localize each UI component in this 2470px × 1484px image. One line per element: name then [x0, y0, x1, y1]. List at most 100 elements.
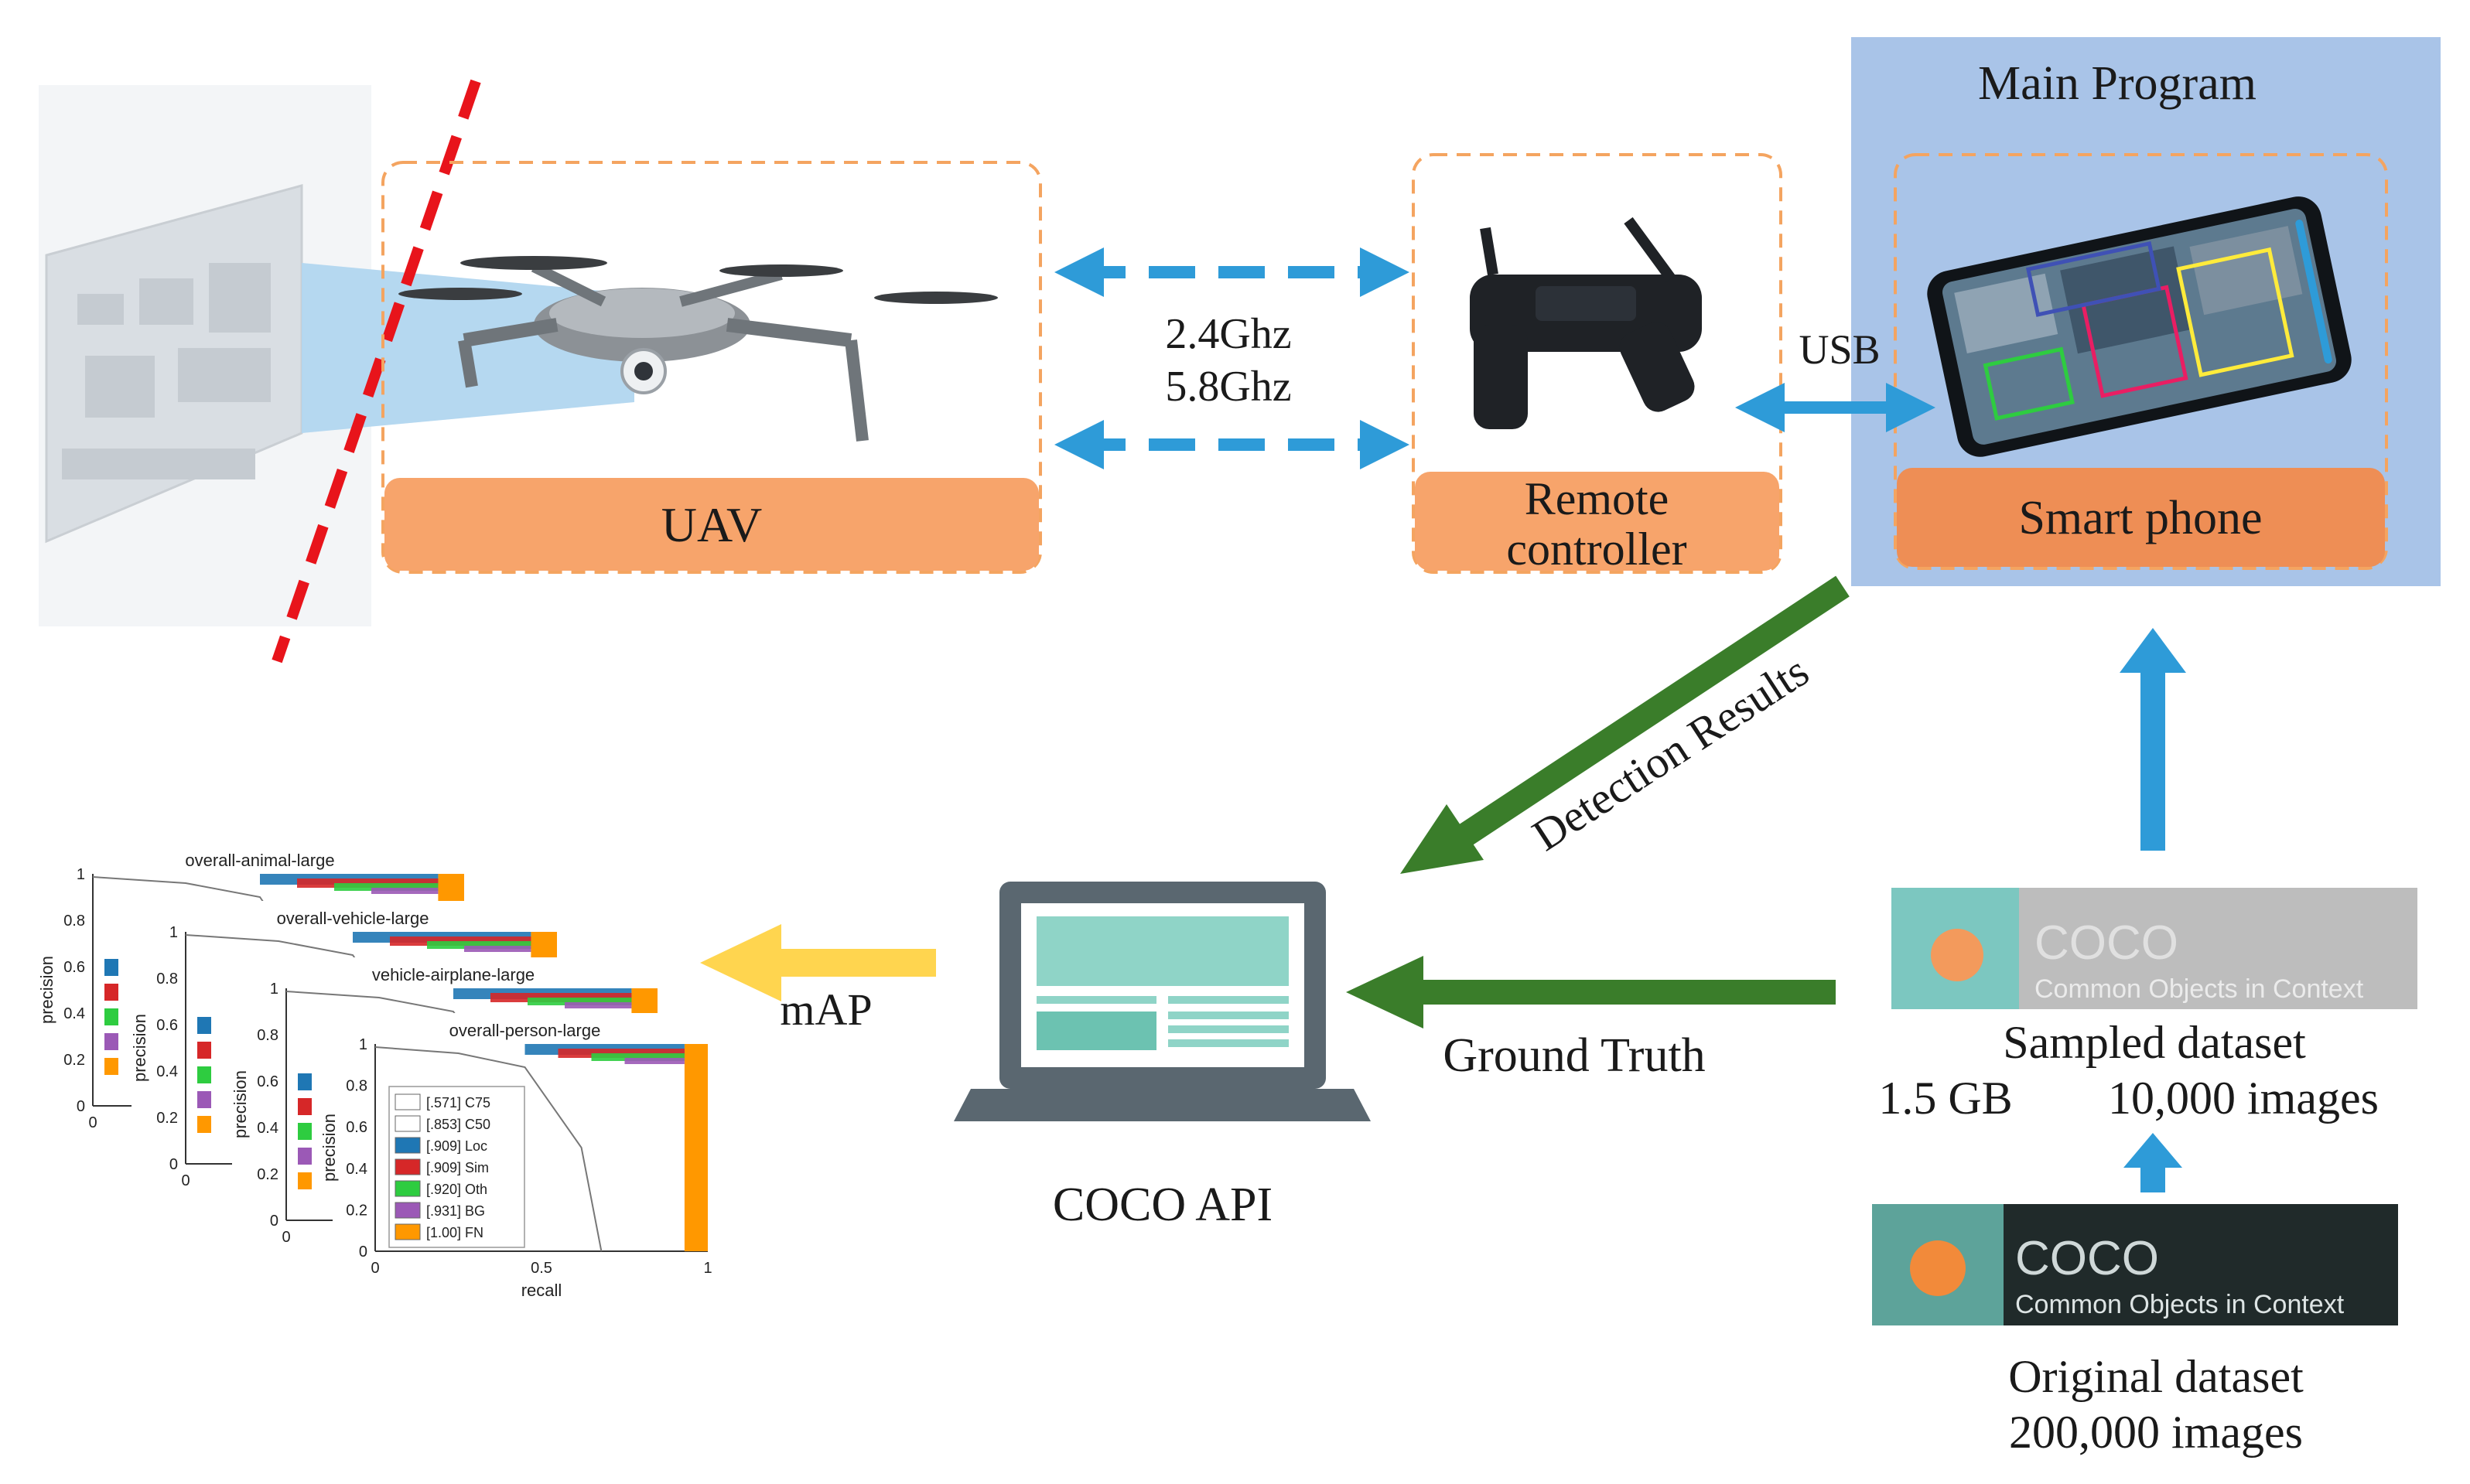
chart-y-tick: 0.2 [257, 1166, 278, 1183]
chart-legend-swatch [395, 1093, 421, 1110]
original-coco-title: COCO [2015, 1232, 2159, 1285]
chart-error-band [624, 1058, 685, 1064]
smartphone-label: Smart phone [2018, 492, 2262, 544]
main-program-title: Main Program [1978, 57, 2256, 110]
chart-y-label: precision [319, 1114, 339, 1182]
chart-x-label: recall [521, 1281, 562, 1300]
smartphone-box: Smart phone [1894, 153, 2388, 570]
chart-legend-swatch [298, 1172, 312, 1189]
chart-x-tick: 1 [703, 1260, 712, 1277]
chart-y-label: precision [130, 1014, 149, 1082]
remote-label-line1: Remote [1525, 473, 1669, 524]
chart-legend-swatch [395, 1202, 421, 1219]
sampled-count: 10,000 images [2108, 1073, 2379, 1124]
red-dashed-line [272, 79, 481, 664]
chart-y-tick: 1 [270, 981, 278, 998]
chart-legend-swatch [197, 1091, 211, 1108]
wireless-arrows [1054, 247, 1409, 469]
remote-label-line2: controller [1506, 524, 1686, 575]
chart-legend-label: [.931] BG [426, 1203, 485, 1219]
chart-y-tick: 0.8 [63, 913, 85, 930]
chart-legend-swatch [197, 1042, 211, 1059]
chart-y-tick: 0.8 [156, 971, 178, 988]
chart-y-tick: 0.8 [346, 1078, 367, 1095]
chart-y-tick: 0.6 [257, 1073, 278, 1090]
sampled-coco-subtitle: Common Objects in Context [2034, 974, 2364, 1004]
chart-error-band [371, 888, 439, 894]
chart-error-band [591, 1053, 685, 1061]
chart-legend-label: [.909] Sim [426, 1160, 489, 1175]
chart-y-tick: 1 [169, 924, 178, 941]
chart-legend-swatch [104, 1008, 118, 1025]
chart-x-tick: 0.5 [531, 1260, 552, 1277]
chart-error-band [464, 946, 531, 952]
chart-y-tick: 0 [270, 1213, 278, 1230]
laptop-icon [954, 882, 1371, 1121]
uav-label: UAV [661, 497, 762, 552]
chart-legend-swatch [104, 1058, 118, 1075]
freq-label-58: 5.8Ghz [1165, 363, 1291, 411]
chart-legend-label: [.920] Oth [426, 1182, 487, 1197]
chart-y-tick: 0.4 [257, 1120, 278, 1137]
chart-y-tick: 0 [77, 1098, 85, 1115]
chart-legend-swatch [298, 1148, 312, 1165]
chart-legend-swatch [197, 1116, 211, 1133]
map-arrow [700, 924, 936, 1001]
chart-y-tick: 0.4 [346, 1161, 367, 1178]
chart-legend-label: [.909] Loc [426, 1138, 487, 1154]
freq-label-24: 2.4Ghz [1165, 310, 1291, 358]
ground-truth-label: Ground Truth [1443, 1029, 1705, 1082]
coco-api-label: COCO API [1053, 1179, 1273, 1231]
ground-truth-arrow [1346, 956, 1836, 1029]
remote-controller-icon [1470, 217, 1702, 429]
map-label: mAP [780, 984, 872, 1035]
chart-legend-swatch [395, 1158, 421, 1175]
original-count: 200,000 images [2009, 1407, 2303, 1458]
sampled-size: 1.5 GB [1878, 1073, 2012, 1124]
chart-x-tick: 0 [88, 1114, 97, 1131]
chart-title: vehicle-airplane-large [372, 965, 535, 984]
chart-legend-swatch [395, 1223, 421, 1240]
sampled-to-phone-arrow [2120, 628, 2186, 851]
chart-legend-swatch [197, 1017, 211, 1034]
original-dataset-label: Original dataset [2008, 1351, 2304, 1402]
chart-error-band [565, 1002, 632, 1008]
chart-legend-swatch [197, 1066, 211, 1083]
chart-legend-swatch [104, 984, 118, 1001]
chart-error-band [334, 883, 439, 891]
original-coco-logo: COCO Common Objects in Context [1872, 1204, 2398, 1325]
uav-box: UAV [381, 161, 1042, 574]
chart-legend-label: [1.00] FN [426, 1225, 483, 1240]
chart-y-tick: 0.2 [156, 1110, 178, 1127]
chart-y-tick: 0.6 [346, 1119, 367, 1136]
chart-legend-swatch [395, 1115, 421, 1132]
chart-legend-swatch [104, 959, 118, 976]
chart-y-tick: 0 [359, 1243, 367, 1261]
chart-legend-swatch [298, 1098, 312, 1115]
detection-results-arrow [1400, 575, 1850, 874]
chart-y-tick: 0 [169, 1156, 178, 1173]
sampled-coco-logo: COCO Common Objects in Context [1891, 888, 2417, 1009]
chart-y-tick: 0.4 [63, 1005, 85, 1022]
original-coco-subtitle: Common Objects in Context [2015, 1290, 2345, 1319]
chart-legend-swatch [395, 1180, 421, 1197]
chart-title: overall-vehicle-large [277, 909, 429, 928]
drone-icon [398, 256, 998, 442]
chart-y-tick: 1 [77, 866, 85, 883]
remote-controller-box: Remote controller [1412, 153, 1782, 575]
chart-title: overall-person-large [449, 1021, 601, 1040]
chart-y-tick: 0.6 [156, 1017, 178, 1034]
chart-fn-band [684, 1044, 708, 1251]
chart-error-band [528, 998, 632, 1005]
smartphone-icon [1927, 196, 2352, 457]
chart-legend-swatch [395, 1137, 421, 1154]
chart-y-label: precision [231, 1070, 250, 1138]
chart-legend-swatch [298, 1073, 312, 1090]
usb-label: USB [1799, 326, 1880, 373]
sampled-coco-title: COCO [2034, 916, 2178, 970]
chart-error-band [427, 941, 531, 949]
chart-x-tick: 0 [371, 1260, 379, 1277]
chart-legend-swatch [298, 1123, 312, 1140]
chart-y-tick: 0.2 [63, 1052, 85, 1069]
